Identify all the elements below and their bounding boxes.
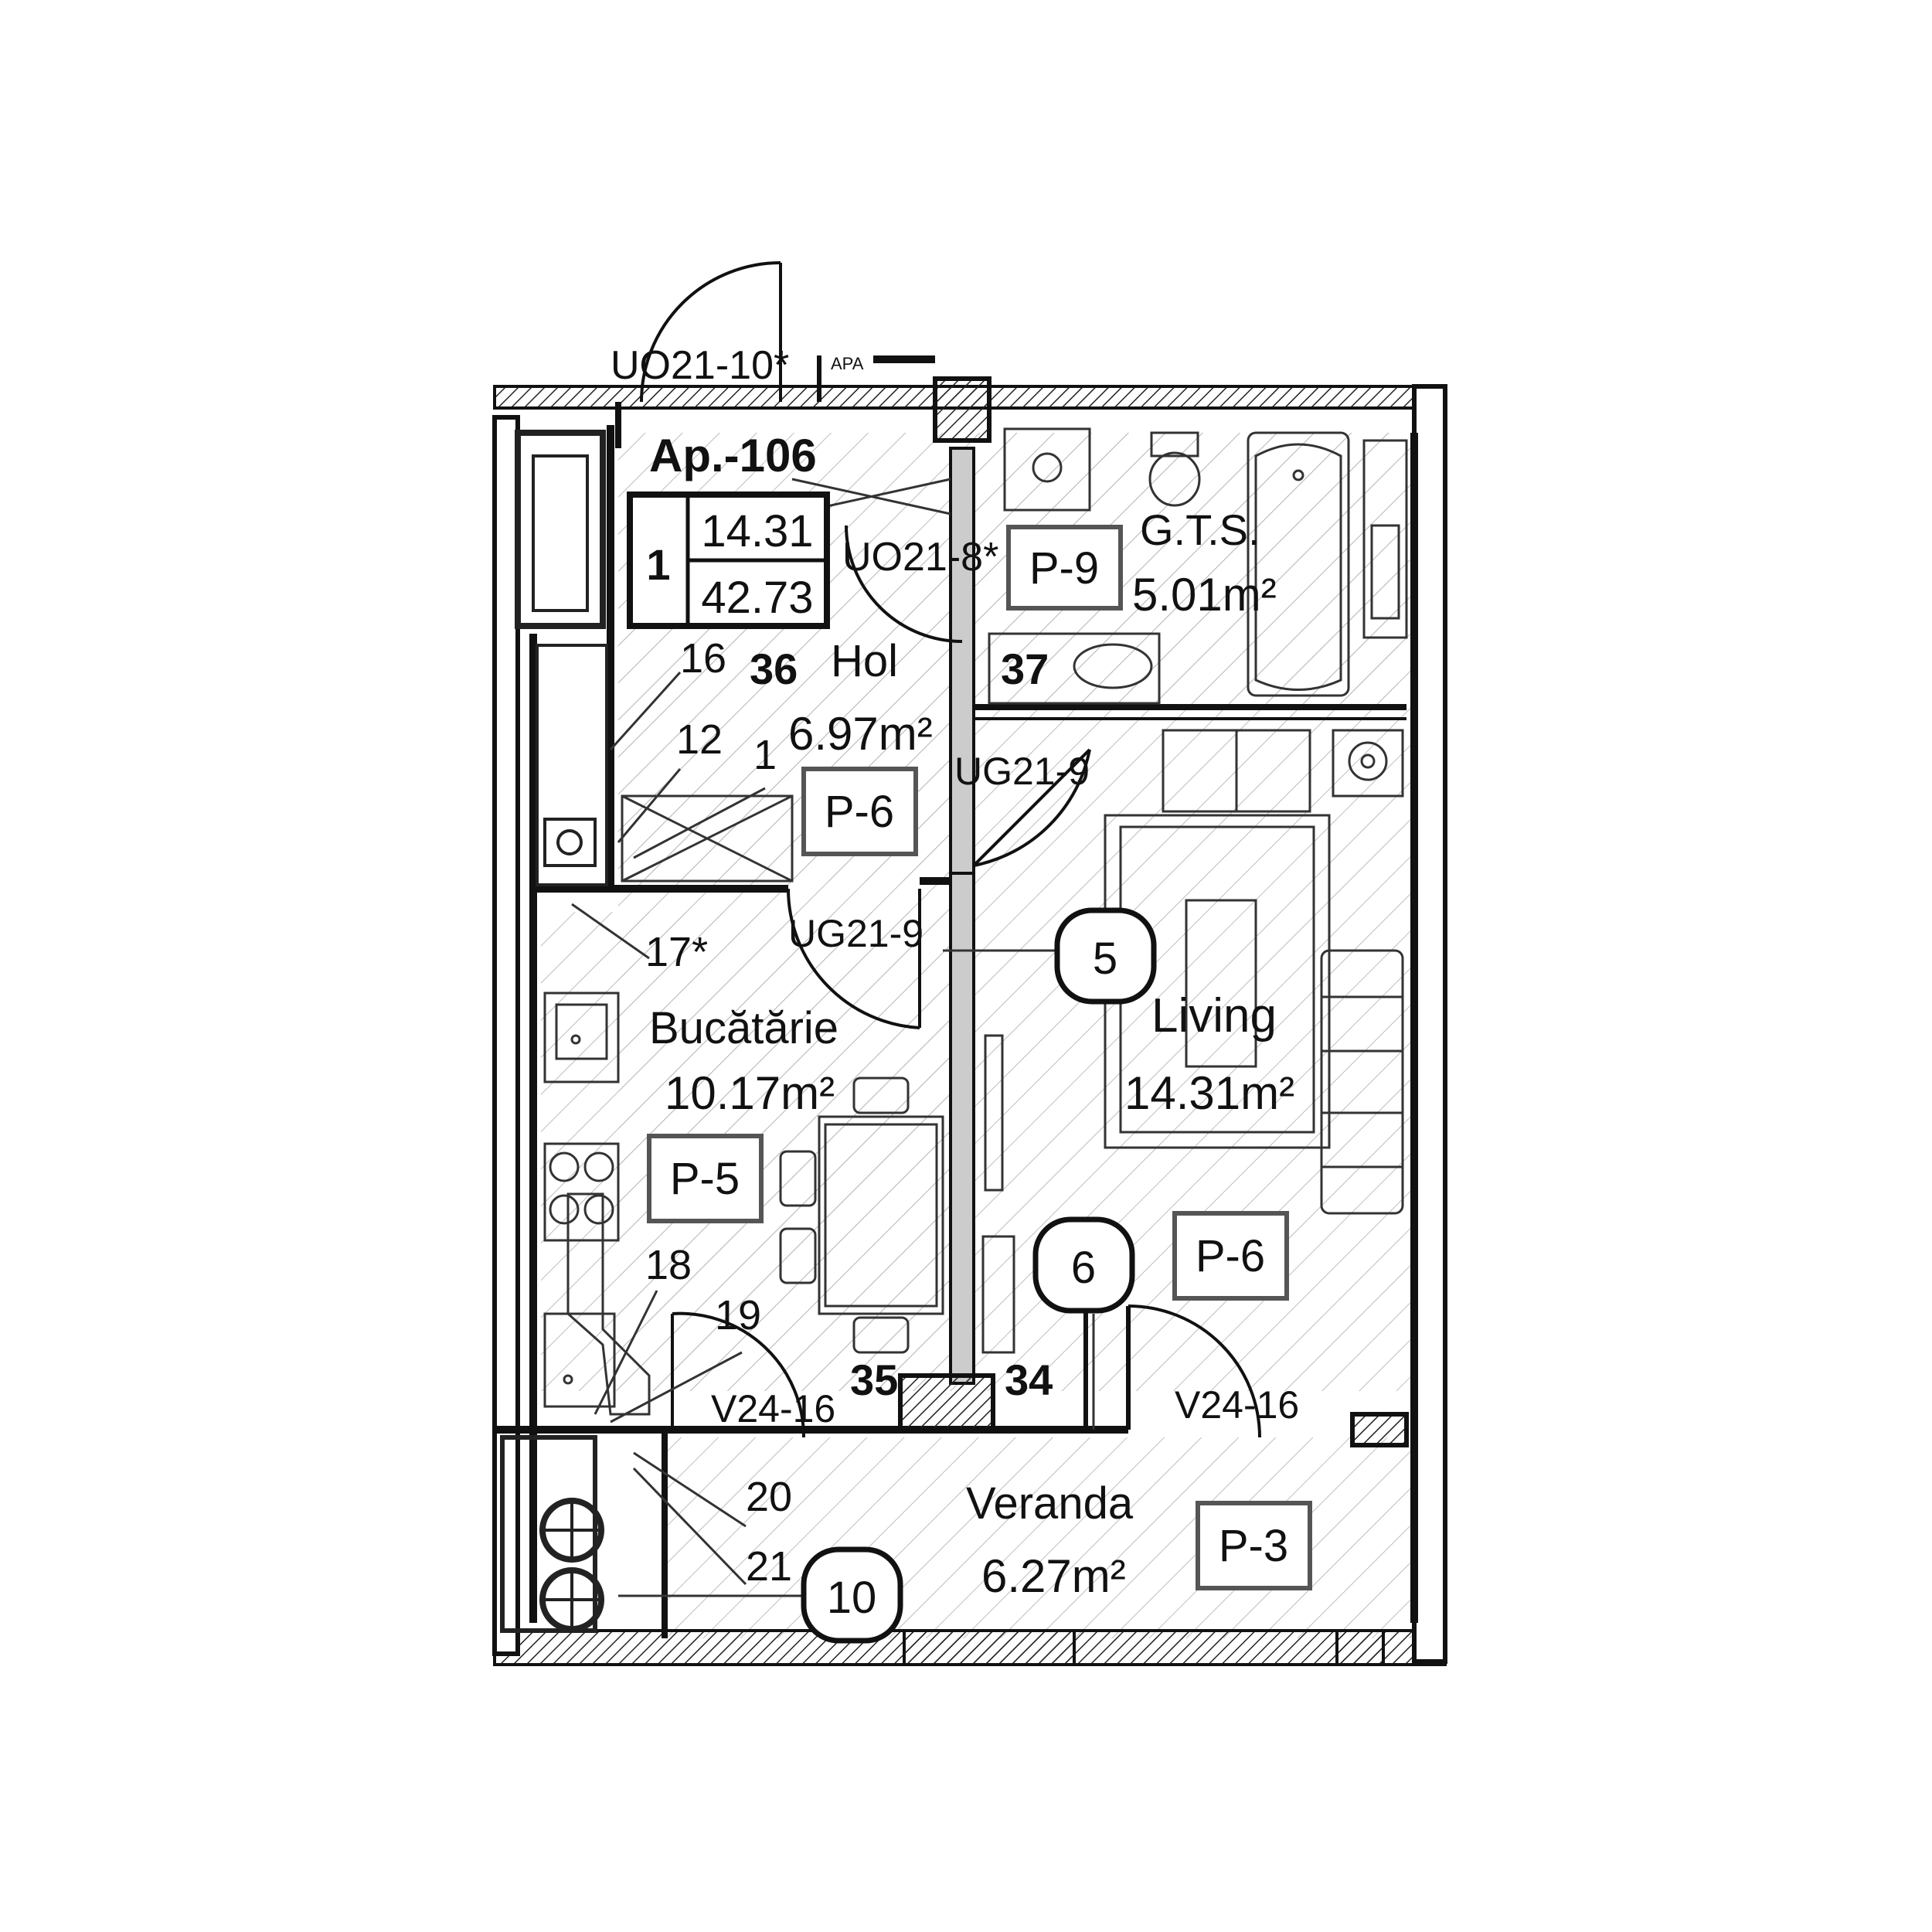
living-name: Living	[1151, 989, 1277, 1043]
finish-tag-living	[1172, 1211, 1289, 1301]
leader-18: 18	[645, 1242, 692, 1288]
finish-bucatarie: P-5	[670, 1154, 740, 1204]
leader-20: 20	[746, 1474, 792, 1520]
kitchen-furniture	[543, 992, 944, 1416]
gts-number: 37	[1001, 645, 1049, 693]
apartment-name: Ap.-106	[649, 430, 817, 481]
leader-1: 1	[753, 732, 777, 778]
finish-hol: P-6	[825, 787, 894, 837]
hol-area: 6.97m²	[788, 708, 933, 760]
door-labels: UO21-10* UO21-8* UG21-9 UG21-9 V24-16 V2…	[611, 343, 1299, 1430]
room-labels: 36 Hol 6.97m² 37 G.T.S. 5.01m² Bucătărie…	[649, 505, 1294, 1602]
veranda-name: Veranda	[966, 1478, 1134, 1529]
callout-texts: 5 6 10	[827, 934, 1117, 1623]
door-label-kitchen: UG21-9	[788, 912, 923, 955]
leader-12: 12	[676, 716, 723, 763]
callout-10	[801, 1546, 903, 1644]
rooms-count: 1	[646, 540, 670, 589]
leader-19: 19	[715, 1292, 761, 1338]
kitchen-door	[786, 888, 921, 1029]
bucatarie-area: 10.17m²	[665, 1067, 835, 1119]
living-area: 14.31m²	[1124, 1067, 1294, 1119]
door-label-veranda-right: V24-16	[1175, 1383, 1299, 1427]
living-area-value: 14.31	[701, 506, 813, 556]
leader-16: 16	[680, 635, 726, 682]
finish-veranda: P-3	[1219, 1521, 1288, 1571]
finish-tag-texts: P-9 P-6 P-5 P-6 P-3	[670, 543, 1288, 1571]
leader-numbers: 16 12 1 17* 18 19 20 21	[645, 635, 792, 1590]
finish-tag-veranda	[1196, 1501, 1312, 1590]
finish-gts: P-9	[1029, 543, 1099, 594]
apa-label: APA	[831, 354, 864, 373]
bathroom-fixtures	[988, 427, 1408, 705]
callout-5	[1054, 907, 1157, 1005]
finish-tag-gts	[1006, 525, 1123, 611]
callout-text-10: 10	[827, 1573, 877, 1623]
interior-walls	[533, 376, 1409, 1666]
finish-living: P-6	[1196, 1231, 1265, 1281]
veranda-doors	[671, 1304, 1261, 1438]
callout-bubbles	[801, 907, 1157, 1644]
veranda-area: 6.27m²	[981, 1550, 1126, 1602]
wall-number-right: 34	[1005, 1355, 1053, 1404]
door-label-entrance: UO21-10*	[611, 343, 789, 388]
exterior-walls	[492, 384, 1447, 1666]
callout-text-5: 5	[1093, 934, 1117, 984]
finish-tag-bucatarie	[647, 1134, 764, 1223]
gts-name: G.T.S.	[1140, 505, 1260, 554]
bathroom-door	[845, 525, 963, 643]
leader-17: 17*	[645, 929, 708, 975]
total-area-value: 42.73	[701, 573, 813, 623]
leader-lines	[571, 671, 1095, 1597]
door-label-veranda-left: V24-16	[711, 1387, 835, 1430]
entrance-door	[640, 261, 935, 403]
finish-tags	[647, 525, 1312, 1590]
door-label-living: UG21-9	[954, 750, 1090, 793]
apartment-info: Ap.-106 1 14.31 42.73	[627, 430, 830, 629]
callout-6	[1032, 1216, 1135, 1314]
door-label-bathroom: UO21-8*	[842, 535, 998, 580]
living-door	[972, 748, 1091, 867]
finish-tag-hol	[801, 767, 918, 856]
hol-number: 36	[750, 645, 798, 693]
wall-number-left: 35	[850, 1355, 898, 1404]
hol-name: Hol	[831, 636, 898, 686]
utility-shaft	[500, 430, 608, 1633]
callout-text-6: 6	[1071, 1243, 1096, 1293]
bucatarie-name: Bucătărie	[649, 1003, 838, 1053]
leader-21: 21	[746, 1543, 792, 1590]
gts-area: 5.01m²	[1132, 569, 1277, 621]
